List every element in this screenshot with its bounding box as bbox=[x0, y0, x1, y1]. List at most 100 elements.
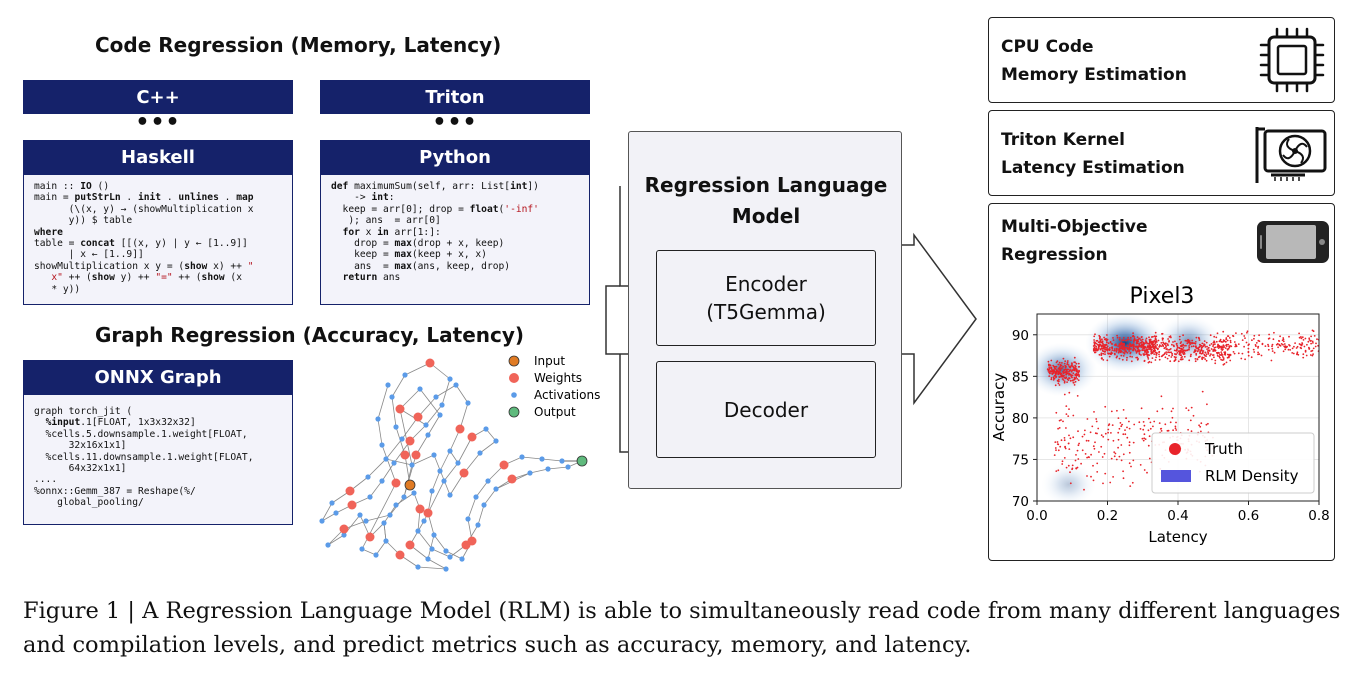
code-line: table = concat [[(x, y) | y ← [1..9]] bbox=[34, 238, 248, 250]
truth-point bbox=[1315, 342, 1317, 345]
truth-point bbox=[1173, 360, 1176, 362]
truth-point bbox=[1054, 368, 1057, 370]
activation-node bbox=[481, 502, 487, 508]
truth-point bbox=[1164, 342, 1167, 345]
truth-point bbox=[1150, 361, 1153, 364]
truth-point bbox=[1169, 348, 1172, 350]
truth-point bbox=[1142, 428, 1145, 431]
truth-point bbox=[1213, 347, 1216, 349]
truth-point bbox=[1147, 361, 1150, 364]
truth-point bbox=[1110, 353, 1112, 356]
truth-point bbox=[1109, 481, 1112, 484]
truth-point bbox=[1208, 344, 1211, 347]
truth-point bbox=[1117, 446, 1119, 449]
activation-node bbox=[429, 488, 435, 494]
truth-point bbox=[1301, 343, 1304, 345]
truth-point bbox=[1221, 346, 1224, 349]
truth-point bbox=[1078, 375, 1080, 378]
truth-point bbox=[1115, 458, 1118, 461]
activation-node bbox=[325, 542, 331, 548]
truth-point bbox=[1056, 360, 1059, 362]
truth-point bbox=[1221, 356, 1224, 358]
truth-point bbox=[1147, 351, 1149, 354]
code-line: keep = arr[0]; drop = float('-inf' bbox=[331, 203, 539, 215]
truth-point bbox=[1100, 445, 1103, 448]
truth-point bbox=[1195, 336, 1198, 339]
truth-point bbox=[1103, 452, 1106, 455]
truth-point bbox=[1143, 433, 1146, 436]
truth-point bbox=[1133, 347, 1136, 350]
truth-point bbox=[1101, 338, 1103, 341]
truth-point bbox=[1273, 351, 1276, 354]
truth-point bbox=[1136, 358, 1139, 361]
truth-point bbox=[1205, 359, 1208, 362]
truth-point bbox=[1075, 376, 1078, 379]
truth-point bbox=[1132, 459, 1135, 462]
truth-point bbox=[1222, 339, 1225, 341]
truth-point bbox=[1113, 352, 1116, 355]
truth-point bbox=[1288, 335, 1290, 338]
truth-point bbox=[1100, 434, 1103, 437]
truth-point bbox=[1201, 390, 1204, 393]
truth-point bbox=[1308, 346, 1310, 349]
truth-point bbox=[1212, 345, 1214, 347]
code-line: 32x16x1x1] bbox=[34, 440, 127, 452]
graph-regression-title: Graph Regression (Accuracy, Latency) bbox=[95, 323, 525, 347]
truth-point bbox=[1098, 353, 1101, 356]
truth-point bbox=[1111, 349, 1114, 351]
truth-point bbox=[1112, 476, 1114, 478]
haskell-code-box: main :: IO ()main = putStrLn . init . un… bbox=[23, 174, 293, 305]
truth-point bbox=[1241, 352, 1244, 355]
truth-point bbox=[1156, 352, 1158, 354]
truth-point bbox=[1178, 335, 1181, 338]
code-line: return ans bbox=[342, 272, 401, 284]
truth-point bbox=[1128, 427, 1131, 430]
truth-point bbox=[1106, 345, 1109, 348]
truth-point bbox=[1232, 351, 1235, 353]
truth-point bbox=[1103, 344, 1105, 347]
truth-point bbox=[1057, 372, 1059, 375]
truth-point bbox=[1225, 361, 1228, 364]
truth-point bbox=[1180, 341, 1183, 343]
truth-point bbox=[1075, 372, 1078, 375]
truth-point bbox=[1055, 370, 1058, 373]
truth-point bbox=[1055, 411, 1058, 414]
truth-point bbox=[1306, 343, 1308, 346]
truth-point bbox=[1207, 422, 1209, 425]
activation-node bbox=[421, 518, 427, 524]
truth-point bbox=[1314, 345, 1317, 348]
truth-point bbox=[1167, 344, 1169, 347]
weight-node bbox=[391, 478, 401, 488]
activation-node bbox=[439, 402, 445, 408]
panel-cpu-memory: CPU Code Memory Estimation bbox=[988, 17, 1335, 103]
truth-point bbox=[1048, 371, 1051, 373]
truth-point bbox=[1058, 361, 1061, 364]
truth-point bbox=[1057, 443, 1060, 446]
legend-output-label: Output bbox=[534, 405, 576, 419]
truth-point bbox=[1187, 348, 1190, 351]
truth-point bbox=[1114, 349, 1116, 352]
truth-point bbox=[1291, 347, 1294, 350]
truth-point bbox=[1052, 364, 1055, 367]
truth-point bbox=[1160, 430, 1163, 432]
truth-point bbox=[1115, 347, 1118, 350]
truth-point bbox=[1220, 351, 1223, 353]
truth-point bbox=[1206, 348, 1208, 350]
truth-point bbox=[1311, 354, 1314, 357]
truth-point bbox=[1194, 358, 1197, 360]
activation-node bbox=[383, 456, 389, 462]
truth-point bbox=[1213, 340, 1215, 343]
truth-point bbox=[1140, 407, 1143, 410]
truth-point bbox=[1093, 339, 1095, 341]
truth-point bbox=[1128, 420, 1130, 423]
truth-point bbox=[1244, 337, 1246, 339]
truth-point bbox=[1123, 352, 1126, 355]
truth-point bbox=[1116, 355, 1118, 358]
activation-node bbox=[389, 394, 395, 400]
truth-point bbox=[1308, 337, 1311, 340]
truth-point bbox=[1068, 408, 1070, 410]
truth-point bbox=[1064, 445, 1066, 448]
lang-header-triton: Triton bbox=[320, 80, 590, 114]
truth-point bbox=[1143, 347, 1146, 349]
